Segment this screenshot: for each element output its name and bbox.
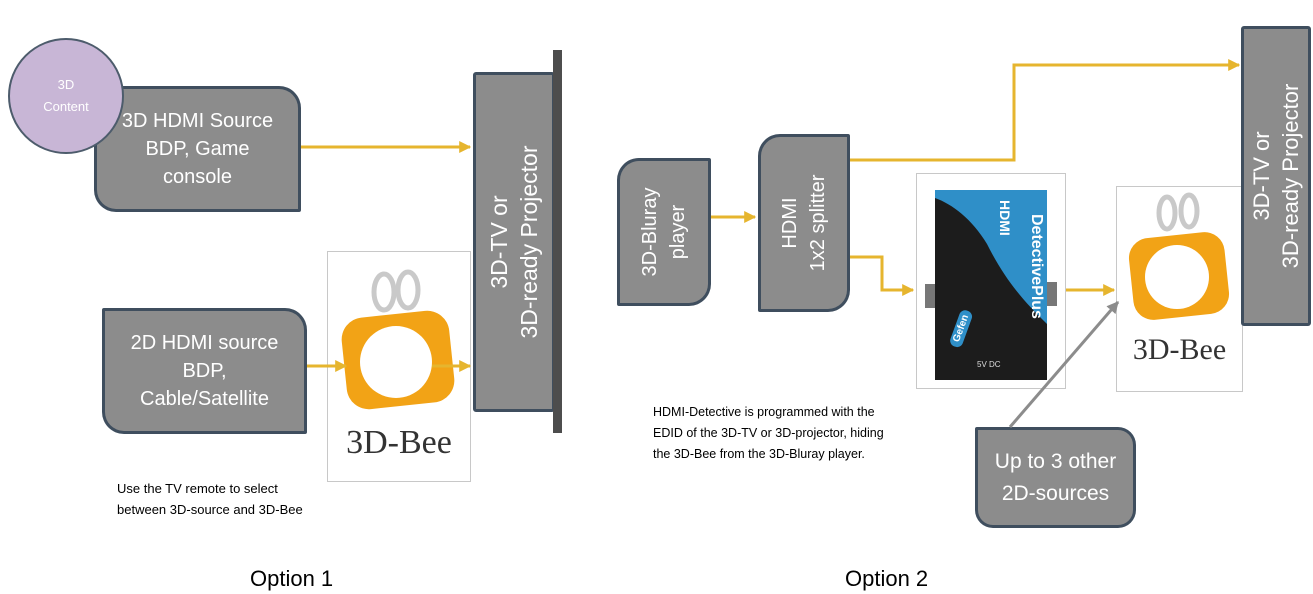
3d-content-label: 3D Content (43, 77, 89, 114)
option1-note: Use the TV remote to select between 3D-s… (117, 481, 303, 517)
3d-hdmi-source-label: 3D HDMI Source BDP, Game console (121, 110, 274, 188)
arrow-2d-sources-to-bee (1008, 301, 1120, 428)
3d-bee-logo-icon (341, 269, 455, 410)
hdmi-splitter-box: HDMI 1x2 splitter (758, 134, 850, 312)
hdmi-detective-device-icon (925, 190, 1057, 380)
3d-tv-display-box: 3D-TV or 3D-ready Projector (473, 72, 555, 412)
device-port-label: 5V DC (977, 360, 1001, 369)
arrow-splitter-to-detective (850, 255, 915, 296)
2d-sources-callout-box: Up to 3 other 2D-sources (975, 427, 1136, 528)
3d-bee-logo-icon-option2 (1128, 192, 1230, 320)
option2-note: HDMI-Detective is programmed with the ED… (653, 405, 884, 461)
2d-hdmi-source-box: 2D HDMI source BDP, Cable/Satellite (102, 308, 307, 434)
2d-hdmi-source-label: 2D HDMI source BDP, Cable/Satellite (130, 332, 279, 410)
display-bezel-bar (553, 50, 562, 433)
arrow-splitter-to-tv (850, 59, 1241, 162)
3d-bee-logo-text: 3D-Bee (346, 424, 452, 461)
option2-caption: Option 2 (845, 566, 929, 591)
3d-bee-logo-text-option2: 3D-Bee (1132, 333, 1227, 366)
hdmi-detective-panel: HDMI DetectivePlus Gefen 5V DC (916, 173, 1066, 389)
3d-content-bubble: 3D Content (8, 38, 124, 154)
2d-sources-callout-label: Up to 3 other 2D-sources (994, 449, 1117, 505)
option1-caption: Option 1 (250, 566, 334, 591)
3d-hdmi-source-box: 3D HDMI Source BDP, Game console (94, 86, 301, 212)
3d-bluray-player-box: 3D-Bluray player (617, 158, 711, 306)
3d-tv-display-box-option2: 3D-TV or 3D-ready Projector (1241, 26, 1311, 326)
3d-bee-panel-option2: 3D-Bee (1116, 186, 1243, 392)
